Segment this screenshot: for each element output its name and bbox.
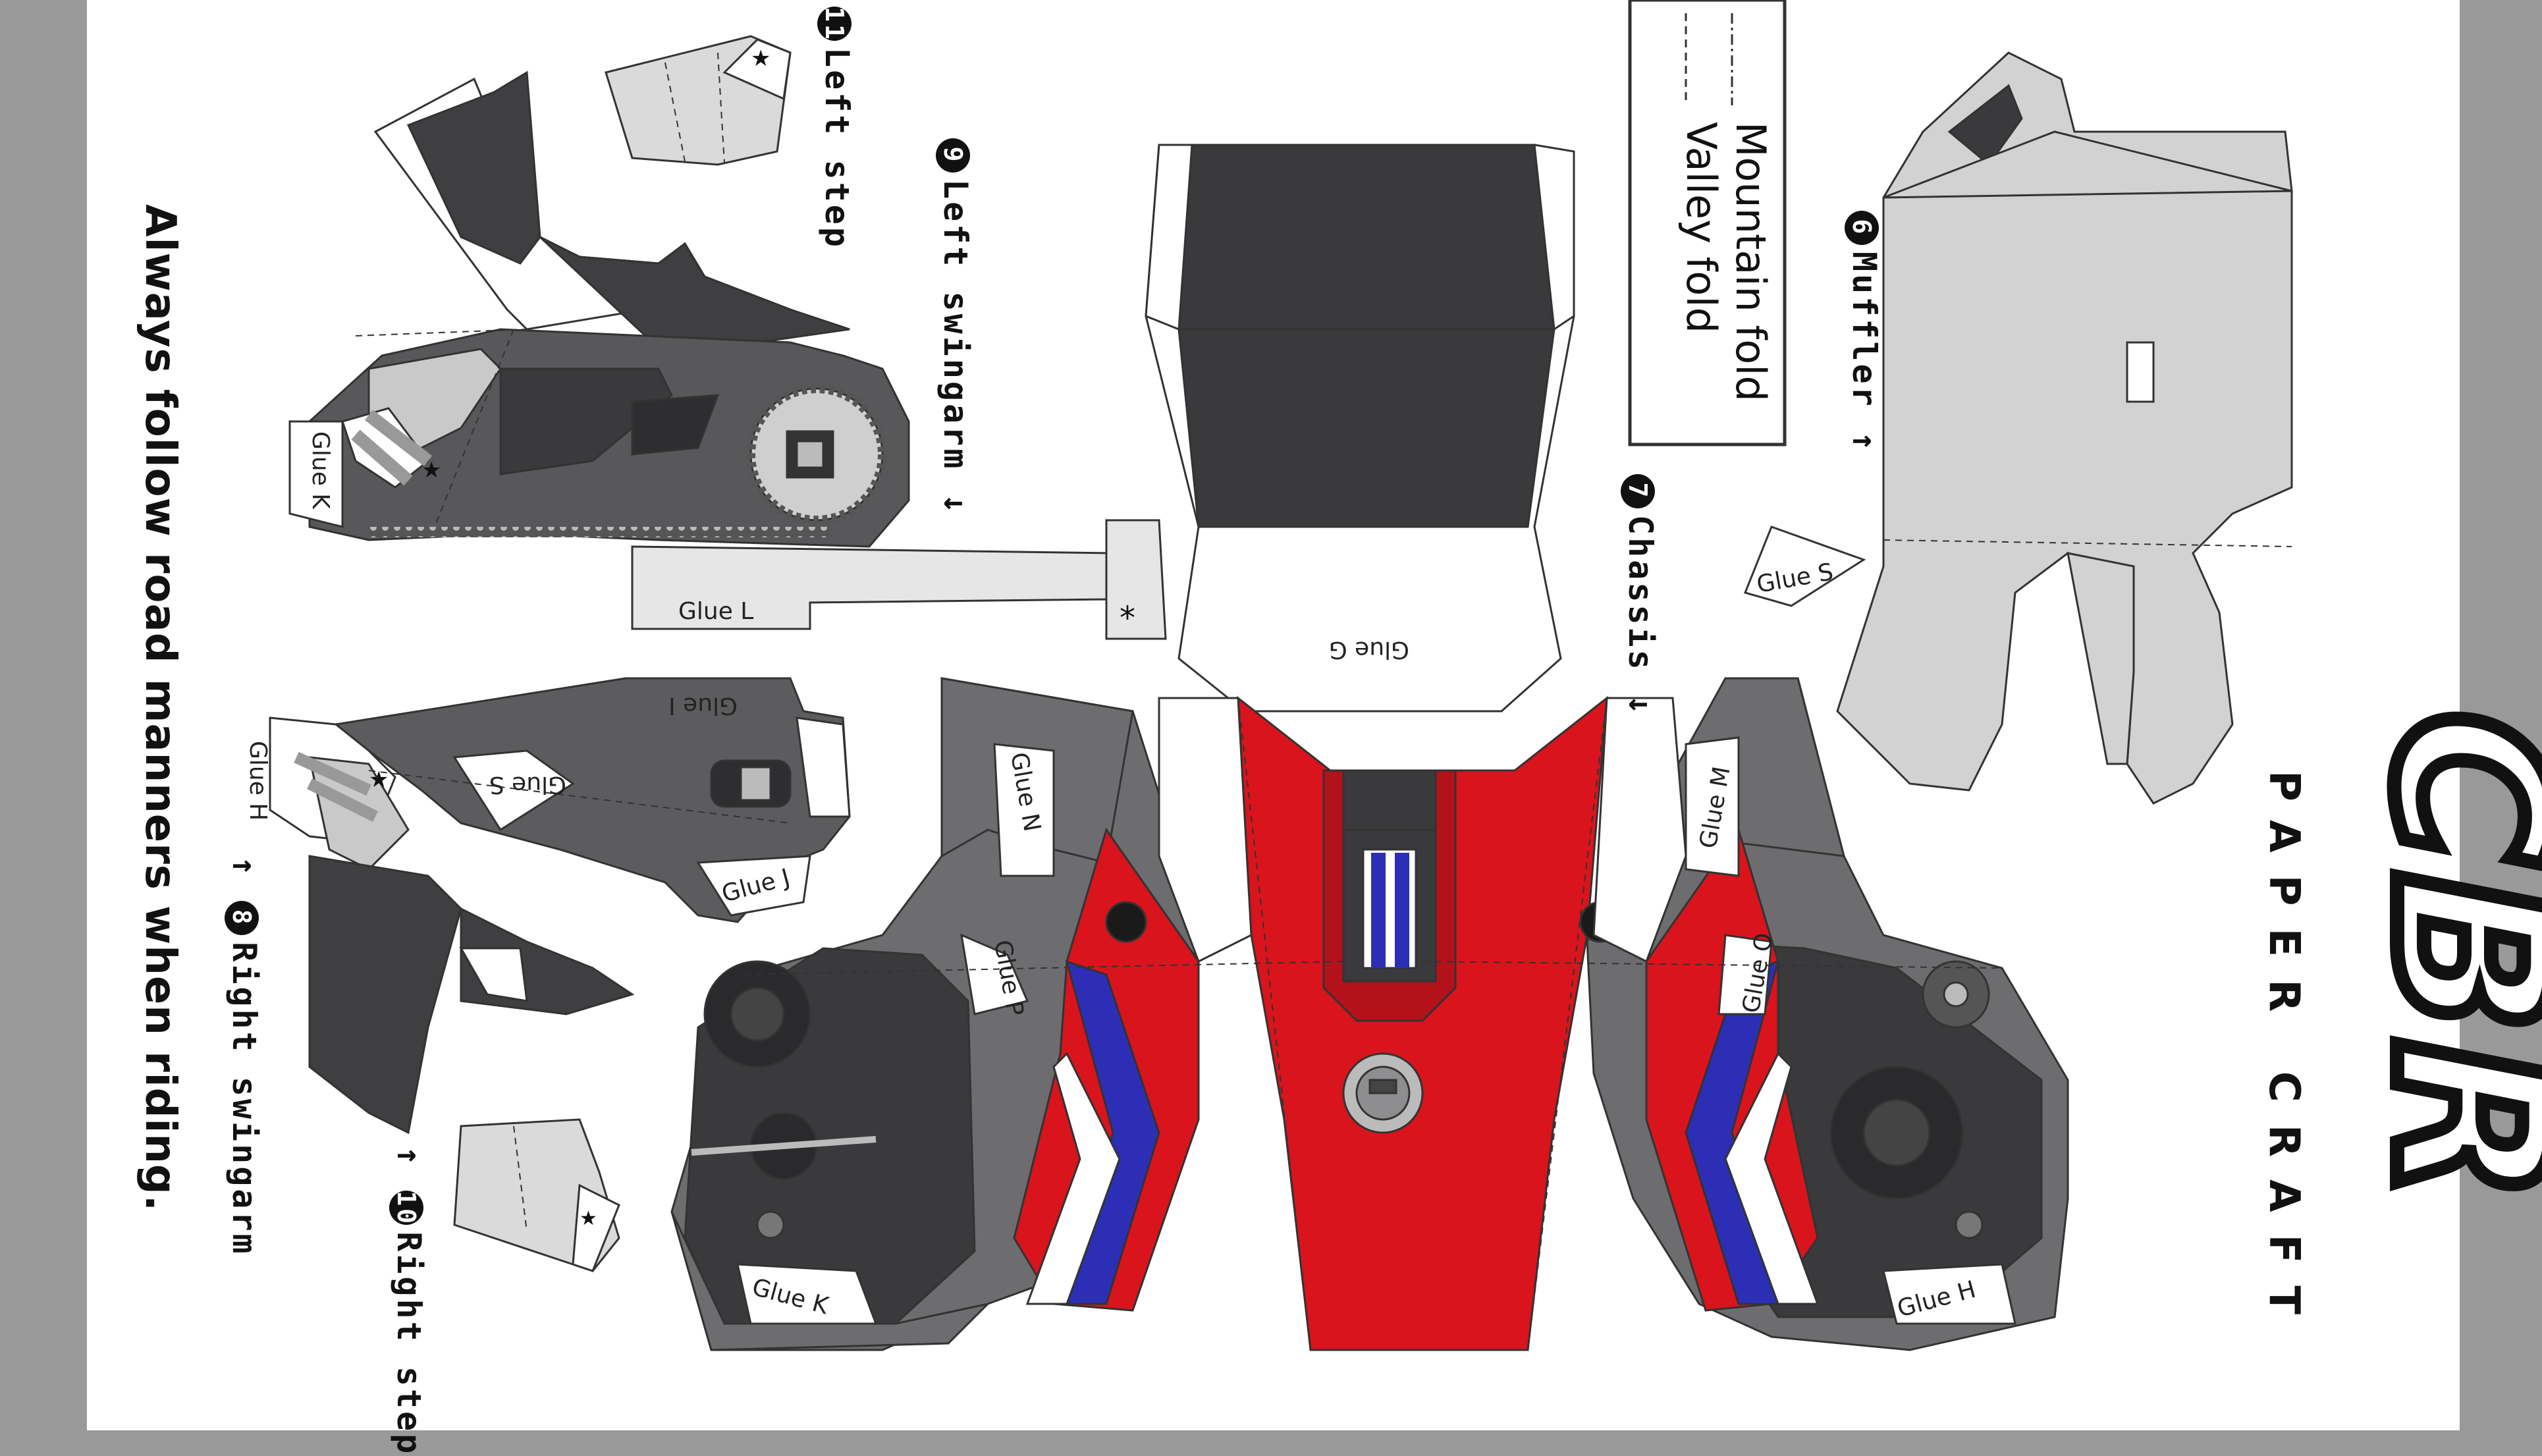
cbr-logo-text: CBR <box>2347 711 2542 1208</box>
glue-label-h-swingarm: Glue H <box>244 741 271 821</box>
part-name-right-step: Right step <box>390 1231 428 1456</box>
right-swingarm-piece: ★ <box>269 677 851 1135</box>
part-number-right-swingarm: 8 <box>225 901 259 936</box>
tank-body-piece <box>670 677 2069 1351</box>
left-swingarm-glue-arm: * <box>631 519 1167 640</box>
glue-label-l: Glue L <box>678 598 753 625</box>
right-margin-bar <box>2460 0 2542 1430</box>
fold-legend-box <box>1628 0 1787 446</box>
part-number-muffler: 6 <box>1845 211 1879 245</box>
part-label-chassis: 7Chassis ↓ <box>1621 474 1660 717</box>
part-name-left-swingarm: Left swingarm <box>936 179 975 472</box>
legend-valley-fold-label: Valley fold <box>1677 122 1725 333</box>
part-name-muffler: Muffler <box>1845 252 1883 409</box>
part-label-left-swingarm: 9Left swingarm ↓ <box>936 138 975 516</box>
star-mark: ★ <box>421 457 441 483</box>
chassis-piece <box>1145 144 1575 713</box>
arrow-up-icon: ↑ <box>1845 431 1883 454</box>
part-name-left-step: Left step <box>818 47 856 250</box>
part-label-right-step: ↑ 10Right step <box>389 1146 428 1456</box>
part-number-chassis: 7 <box>1621 474 1656 508</box>
glue-label-s-swingarm: Glue S <box>489 771 566 798</box>
brand-subtitle: PAPER CRAFT <box>2259 770 2308 1337</box>
arrow-down-icon: ↓ <box>936 493 975 516</box>
part-number-right-step: 10 <box>389 1191 424 1226</box>
left-step-piece: ★ <box>605 35 792 166</box>
cbr-logo: CBR <box>2340 704 2542 1216</box>
arrow-down-icon: ↓ <box>1621 694 1660 717</box>
muffler-piece <box>1743 51 2293 805</box>
glue-label-g: Glue G <box>1329 636 1409 663</box>
glue-label-k-small: Glue K <box>307 431 334 510</box>
asterisk-mark: * <box>1120 600 1135 637</box>
left-margin-bar <box>0 0 87 1430</box>
arrow-up-icon: ↑ <box>225 856 263 879</box>
part-label-right-swingarm: ↑ 8Right swingarm <box>225 856 263 1256</box>
part-number-left-step: 11 <box>817 7 852 42</box>
part-number-left-swingarm: 9 <box>936 138 971 173</box>
part-label-left-step: 11Left step <box>817 7 856 250</box>
left-swingarm-piece: ★ <box>288 70 910 548</box>
star-mark: ★ <box>369 767 389 793</box>
part-label-muffler: 6Muffler ↑ <box>1845 211 1883 454</box>
road-manners-note: Always follow road manners when riding. <box>136 204 184 1212</box>
star-mark: ★ <box>751 45 771 72</box>
arrow-up-icon: ↑ <box>390 1146 428 1169</box>
glue-label-i: Glue I <box>668 692 738 719</box>
part-name-chassis: Chassis <box>1621 515 1660 672</box>
legend-mountain-fold-label: Mountain fold <box>1727 122 1775 402</box>
part-name-right-swingarm: Right swingarm <box>225 942 263 1256</box>
star-mark: ★ <box>580 1207 597 1230</box>
right-step-piece: ★ <box>453 1118 620 1272</box>
